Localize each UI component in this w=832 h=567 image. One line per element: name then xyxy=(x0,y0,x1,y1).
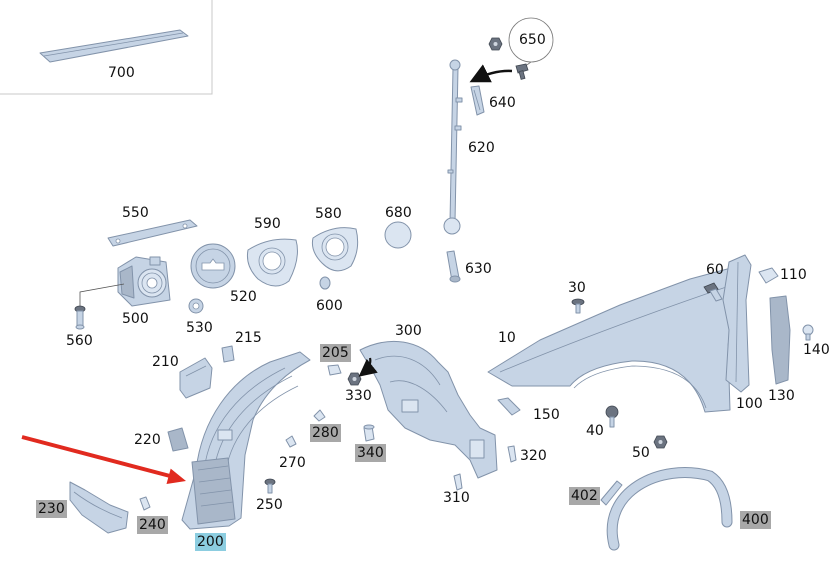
part-220-drawing xyxy=(167,427,189,452)
motion-arrow-330 xyxy=(358,357,378,377)
part-550-drawing xyxy=(107,219,198,247)
callout-400[interactable]: 400 xyxy=(740,511,771,529)
callout-300[interactable]: 300 xyxy=(395,323,422,339)
part-215-drawing xyxy=(221,345,235,363)
part-250-drawing xyxy=(264,478,276,494)
part-500-drawing xyxy=(117,256,171,307)
part-240-drawing xyxy=(139,496,151,511)
part-280-drawing xyxy=(313,409,326,422)
callout-700[interactable]: 700 xyxy=(108,65,135,81)
callout-530[interactable]: 530 xyxy=(186,320,213,336)
part-620-drawing xyxy=(443,59,463,235)
callout-500[interactable]: 500 xyxy=(122,311,149,327)
part-580-drawing xyxy=(311,227,359,272)
part-600-drawing xyxy=(319,276,331,290)
callout-50[interactable]: 50 xyxy=(632,445,650,461)
callout-650[interactable]: 650 xyxy=(519,32,546,48)
callout-205[interactable]: 205 xyxy=(320,344,351,362)
callout-60[interactable]: 60 xyxy=(706,262,724,278)
callout-520[interactable]: 520 xyxy=(230,289,257,305)
callout-230[interactable]: 230 xyxy=(36,500,67,518)
callout-200[interactable]: 200 xyxy=(195,533,226,551)
red-pointer-arrow xyxy=(21,435,186,484)
part-230-drawing xyxy=(69,481,129,534)
part-30-drawing xyxy=(571,298,585,314)
callout-215[interactable]: 215 xyxy=(235,330,262,346)
callout-30[interactable]: 30 xyxy=(568,280,586,296)
callout-630[interactable]: 630 xyxy=(465,261,492,277)
callout-340[interactable]: 340 xyxy=(355,444,386,462)
callout-210[interactable]: 210 xyxy=(152,354,179,370)
part-300-drawing xyxy=(359,340,498,479)
part-700-drawing xyxy=(39,29,189,63)
callout-150[interactable]: 150 xyxy=(533,407,560,423)
part-400-drawing xyxy=(606,467,733,551)
callout-10[interactable]: 10 xyxy=(498,330,516,346)
callout-600[interactable]: 600 xyxy=(316,298,343,314)
part-150-drawing xyxy=(497,397,521,416)
callout-250[interactable]: 250 xyxy=(256,497,283,513)
callout-310[interactable]: 310 xyxy=(443,490,470,506)
part-50-drawing xyxy=(653,435,668,449)
part-402-drawing xyxy=(600,480,623,506)
part-270-drawing xyxy=(285,435,297,448)
part-330-drawing xyxy=(347,372,362,386)
inset-frame xyxy=(0,0,213,95)
part-140-drawing xyxy=(802,324,814,341)
part-530-drawing xyxy=(188,298,204,314)
callout-40[interactable]: 40 xyxy=(586,423,604,439)
callout-240[interactable]: 240 xyxy=(137,516,168,534)
part-100-drawing xyxy=(722,254,752,393)
motion-arrow-650 xyxy=(469,64,513,83)
callout-270[interactable]: 270 xyxy=(279,455,306,471)
callout-560[interactable]: 560 xyxy=(66,333,93,349)
part-40-drawing xyxy=(605,405,619,428)
part-640-drawing xyxy=(470,85,485,116)
callout-590[interactable]: 590 xyxy=(254,216,281,232)
part-200-drawing xyxy=(181,351,311,530)
callout-100[interactable]: 100 xyxy=(736,396,763,412)
part-60-drawing xyxy=(703,282,723,302)
part-590-drawing xyxy=(247,238,298,287)
callout-330[interactable]: 330 xyxy=(345,388,372,404)
part-560-drawing xyxy=(74,305,86,330)
part-110-drawing xyxy=(758,267,779,284)
part-310-drawing xyxy=(453,473,463,491)
callout-402[interactable]: 402 xyxy=(569,487,600,505)
part-520-drawing xyxy=(190,243,236,289)
part-320-drawing xyxy=(507,445,517,463)
part-205-drawing xyxy=(327,364,342,376)
callout-550[interactable]: 550 xyxy=(122,205,149,221)
leader-line-560 xyxy=(79,283,125,306)
callout-110[interactable]: 110 xyxy=(780,267,807,283)
callout-580[interactable]: 580 xyxy=(315,206,342,222)
callout-320[interactable]: 320 xyxy=(520,448,547,464)
part-130-drawing xyxy=(769,295,791,385)
callout-640[interactable]: 640 xyxy=(489,95,516,111)
callout-130[interactable]: 130 xyxy=(768,388,795,404)
part-680-drawing xyxy=(384,221,412,249)
callout-220[interactable]: 220 xyxy=(134,432,161,448)
callout-140[interactable]: 140 xyxy=(803,342,830,358)
part-650-drawing xyxy=(488,17,554,80)
part-630-drawing xyxy=(446,250,461,283)
callout-620[interactable]: 620 xyxy=(468,140,495,156)
part-210-drawing xyxy=(179,357,213,399)
callout-680[interactable]: 680 xyxy=(385,205,412,221)
callout-280[interactable]: 280 xyxy=(310,424,341,442)
part-340-drawing xyxy=(363,424,375,442)
